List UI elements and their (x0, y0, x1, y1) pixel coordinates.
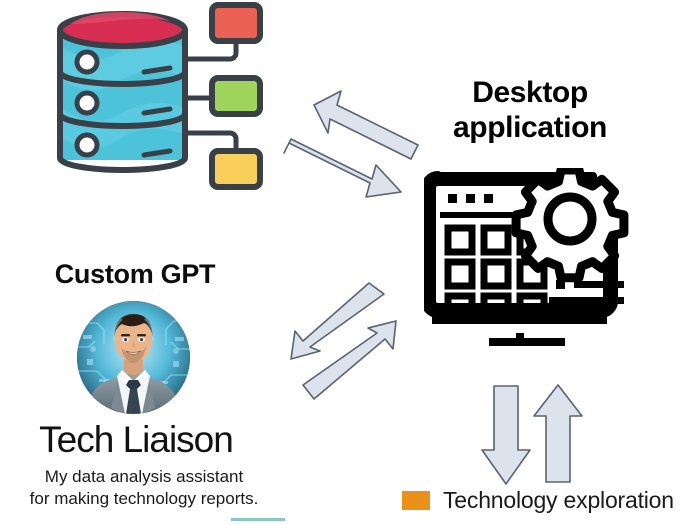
custom-gpt-heading: Custom GPT (54, 259, 216, 289)
desktop-title-line-2: application (453, 111, 607, 145)
gpt-description-line-1: My data analysis assistant (44, 467, 244, 486)
arrow-desktop-to-customgpt (290, 282, 385, 360)
gpt-description-line-2: for making technology reports. (29, 488, 259, 508)
gpt-name: Tech Liaison (39, 419, 234, 460)
arrow-desktop-to-database (313, 90, 419, 160)
desktop-application-title: Desktop application (410, 75, 650, 146)
arrow-pair-desktop-legend (470, 382, 592, 490)
legend-label: Technology exploration (443, 487, 674, 513)
tech-liaison-avatar (77, 301, 190, 414)
monitor-stand-base (489, 338, 565, 346)
arrow-pair-database-desktop (272, 86, 462, 226)
monitor-gear-icon (421, 165, 629, 361)
arrow-database-to-desktop (283, 138, 402, 198)
legend-item-technology-exploration[interactable]: Technology exploration (402, 487, 674, 514)
desktop-title-line-1: Desktop (472, 76, 588, 109)
connector-box-green (209, 75, 263, 117)
gpt-description: My data analysis assistant for making te… (4, 466, 284, 510)
legend-swatch-orange (402, 491, 430, 510)
connector-box-yellow (209, 148, 263, 190)
connector-box-red (209, 2, 263, 44)
arrow-desktop-up (533, 384, 583, 483)
arrow-customgpt-to-desktop (302, 320, 397, 400)
database-stack-icon (40, 2, 270, 192)
arrow-desktop-down (481, 385, 531, 485)
legend-item-partial-teal (231, 518, 285, 521)
arrow-pair-customgpt-desktop (272, 281, 447, 403)
